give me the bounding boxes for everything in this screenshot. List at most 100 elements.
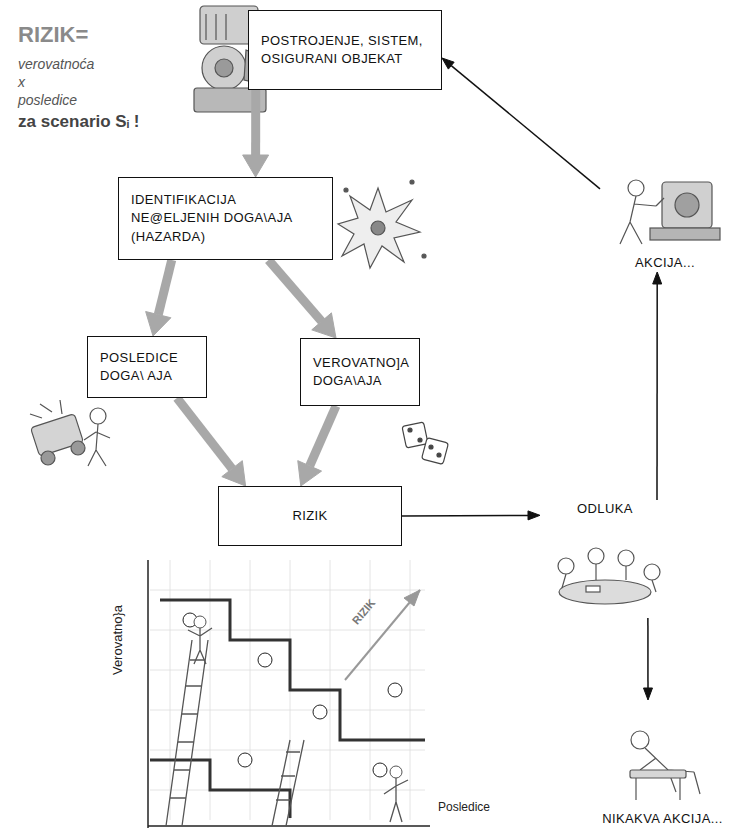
formula-title: RIZIK= (18, 22, 88, 48)
action-picture-part (656, 198, 664, 206)
process-box: POSTROJENJE, SISTEM, OSIGURANI OBJEKAT (248, 10, 442, 90)
risk-chart-part (188, 628, 212, 664)
risk-chart-part (313, 705, 327, 719)
explosion-picture-part (422, 254, 426, 258)
decision-picture (558, 548, 660, 604)
node-text: RIZIK (231, 507, 389, 525)
feedback-arrow (643, 618, 652, 700)
process-box: VEROVATNO]A DOGA\AJA (300, 338, 420, 406)
decision-picture-part (618, 550, 634, 566)
arrow-head (442, 58, 454, 69)
flow-arrow (269, 260, 337, 338)
feedback-arrow (402, 511, 540, 520)
axis-label: Verovatno}a (110, 605, 126, 675)
decision-picture-part (559, 580, 651, 604)
action-picture-part (650, 228, 720, 240)
dice-picture-part (418, 438, 422, 442)
connector-line (451, 66, 600, 189)
formula-operator: x (18, 74, 25, 91)
risk-chart (148, 560, 430, 828)
connector-line (158, 260, 171, 315)
decision-picture-part (562, 564, 656, 592)
risk-chart-part (388, 683, 402, 697)
decision-node: ODLUKA (540, 500, 670, 618)
no-action-node: NIKAKVA AKCIJA... (590, 700, 735, 828)
arrow-head (643, 688, 652, 700)
connector-line (402, 515, 528, 517)
risk-chart-part (166, 640, 208, 826)
explosion-picture-part (344, 188, 348, 192)
explosion-picture (338, 180, 426, 268)
arrow-head (528, 511, 540, 520)
node-text: POSLEDICE DOGA\ AJA (100, 349, 194, 385)
machinery-picture-part (225, 14, 226, 40)
formula-term: posledice (18, 92, 77, 109)
result-box: RIZIK (218, 486, 402, 546)
flow-arrow (177, 398, 246, 486)
arrow-head (243, 155, 269, 177)
risk-chart-part (404, 590, 420, 606)
process-box: IDENTIFIKACIJA NE@ELJENIH DOGA\AJA (HAZA… (118, 177, 333, 260)
decision-picture-part (586, 586, 600, 592)
no-action-picture-part (631, 731, 649, 749)
formula-term: verovatnoća (18, 56, 94, 73)
chart-arrow-label: RIZIK (350, 597, 379, 627)
connector-line (269, 260, 322, 321)
risk-chart-part (272, 740, 304, 826)
dice-picture-part (437, 453, 441, 457)
no-action-picture-part (636, 778, 680, 800)
risk-chart-part (148, 825, 430, 827)
risk-chart-part (345, 590, 420, 680)
node-text: VEROVATNO]A DOGA\AJA (313, 354, 407, 390)
explosion-picture-part (338, 188, 420, 268)
risk-chart-part (258, 653, 272, 667)
risk-chart-part (150, 560, 425, 820)
feedback-arrow (442, 58, 600, 189)
decision-picture-part (644, 564, 660, 580)
dice-picture-part (408, 428, 412, 432)
flow-arrow (146, 260, 172, 336)
machinery-picture-part (215, 59, 233, 77)
arrow-head (653, 272, 662, 284)
node-text: IDENTIFIKACIJA NE@ELJENIH DOGA\AJA (HAZA… (131, 191, 320, 246)
risk-chart-part (194, 616, 206, 628)
node-text: NIKAKVA AKCIJA... (602, 810, 723, 828)
decision-picture-part (588, 548, 604, 564)
machinery-picture-part (202, 46, 246, 90)
accident-picture-part (41, 451, 55, 465)
connector-line (177, 398, 232, 469)
arrow-head (146, 312, 171, 336)
risk-chart-part (390, 766, 402, 778)
decision-picture-part (558, 558, 574, 574)
action-picture-part (675, 193, 699, 217)
node-text: ODLUKA (577, 500, 633, 518)
action-picture-part (628, 180, 644, 196)
connector-line (647, 618, 649, 688)
arrow-head (298, 461, 322, 486)
node-text: AKCIJA... (635, 254, 695, 272)
accident-picture-part (90, 408, 106, 424)
connector-line (251, 90, 260, 155)
node-text: POSTROJENJE, SISTEM, OSIGURANI OBJEKAT (261, 32, 429, 68)
flow-arrow (298, 406, 336, 486)
accident-picture (30, 400, 110, 466)
action-picture (620, 180, 720, 244)
arrow-head (312, 313, 336, 338)
risk-chart-part (147, 560, 149, 828)
machinery-picture-part (215, 14, 216, 40)
risk-chart-part (384, 778, 408, 822)
accident-picture-part (84, 424, 110, 466)
action-picture-part (662, 182, 712, 228)
dice-picture (402, 422, 449, 465)
arrow-head (222, 461, 246, 486)
action-node: AKCIJA... (600, 168, 730, 272)
risk-chart-part (238, 753, 252, 767)
connector-line (656, 284, 658, 500)
machinery-picture-part (205, 14, 206, 40)
process-box: POSLEDICE DOGA\ AJA (87, 336, 207, 398)
feedback-arrow (653, 272, 662, 500)
no-action-picture (630, 731, 700, 800)
formula-scenario: za scenario Sᵢ ! (18, 112, 139, 132)
dice-picture-part (429, 445, 433, 449)
